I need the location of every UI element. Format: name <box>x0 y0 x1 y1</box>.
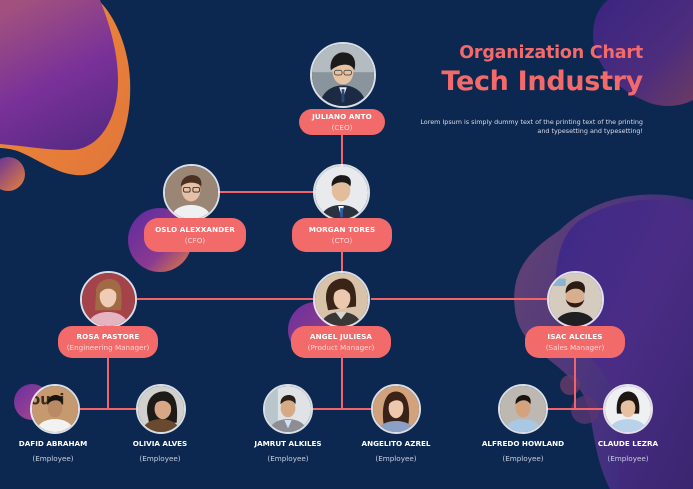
employee-role: (Employee) <box>502 454 544 463</box>
sales-manager-name: ISAC ALCILES <box>547 332 603 341</box>
eng-manager-role: (Engineering Manager) <box>66 343 150 352</box>
employee-olivia-alves[interactable]: OLIVIA ALVES (Employee) <box>100 438 220 464</box>
connector-ceo-to-cto <box>341 134 343 166</box>
employee-jamrut-alkiles[interactable]: JAMRUT ALKILES (Employee) <box>228 438 348 464</box>
avatar-woman-collared-shirt-icon[interactable] <box>603 384 653 434</box>
cto-name: MORGAN TORES <box>308 225 376 234</box>
ceo-name: JULIANO ANTO <box>312 112 372 121</box>
blob-top-right-decoration <box>593 0 693 106</box>
connector-product-to-sales <box>371 298 547 300</box>
node-engineering-manager[interactable]: ROSA PASTORE (Engineering Manager) <box>58 326 158 358</box>
employee-name: ALFREDO HOWLAND <box>481 439 565 448</box>
chart-subtitle: Organization Chart <box>459 43 643 63</box>
avatar-man-glasses-suit-icon[interactable] <box>310 42 376 108</box>
cfo-role: (CFO) <box>184 236 206 245</box>
chart-title: Tech Industry <box>441 66 643 97</box>
employee-name: JAMRUT ALKILES <box>254 439 322 448</box>
connector-product-employees <box>313 408 371 410</box>
product-manager-name: ANGEL JULIESA <box>309 332 373 341</box>
avatar-man-glasses-icon[interactable] <box>163 164 220 221</box>
node-cfo[interactable]: OSLO ALEXXANDER (CFO) <box>144 218 246 252</box>
employee-name: ANGELITO AZREL <box>361 439 431 448</box>
employee-name: CLAUDE LEZRA <box>597 439 659 448</box>
node-cto[interactable]: MORGAN TORES (CTO) <box>292 218 392 252</box>
employee-angelito-azrel[interactable]: ANGELITO AZREL (Employee) <box>336 438 456 464</box>
employee-role: (Employee) <box>139 454 181 463</box>
avatar-woman-long-hair-icon[interactable] <box>371 384 421 434</box>
cto-role: (CTO) <box>331 236 353 245</box>
connector-cfo-to-cto <box>218 191 314 193</box>
node-sales-manager[interactable]: ISAC ALCILES (Sales Manager) <box>525 326 625 358</box>
employee-alfredo-howland[interactable]: ALFREDO HOWLAND (Employee) <box>463 438 583 464</box>
connector-sales-down <box>574 358 576 408</box>
product-manager-role: (Product Manager) <box>307 343 375 352</box>
sales-manager-role: (Sales Manager) <box>545 343 605 352</box>
avatar-man-collared-shirt-icon[interactable] <box>498 384 548 434</box>
employee-role: (Employee) <box>267 454 309 463</box>
eng-manager-name: ROSA PASTORE <box>76 332 140 341</box>
node-product-manager[interactable]: ANGEL JULIESA (Product Manager) <box>291 326 391 358</box>
avatar-man-smiling-icon[interactable] <box>263 384 313 434</box>
ceo-role: (CEO) <box>331 123 353 132</box>
employee-dafid-abraham[interactable]: DAFID ABRAHAM (Employee) <box>0 438 113 464</box>
node-ceo[interactable]: JULIANO ANTO (CEO) <box>299 109 385 135</box>
employee-name: DAFID ABRAHAM <box>18 439 88 448</box>
chart-description: Lorem Ipsum is simply dummy text of the … <box>420 118 643 135</box>
employee-name: OLIVIA ALVES <box>132 439 188 448</box>
connector-sales-employees <box>547 408 603 410</box>
employee-role: (Employee) <box>375 454 417 463</box>
employee-claude-lezra[interactable]: CLAUDE LEZRA (Employee) <box>568 438 688 464</box>
avatar-woman-smiling-icon[interactable] <box>136 384 186 434</box>
avatar-man-suit-icon[interactable] <box>313 164 370 221</box>
avatar-woman-dark-hair-icon[interactable] <box>313 271 370 328</box>
employee-role: (Employee) <box>607 454 649 463</box>
avatar-man-white-shirt-icon[interactable]: ouzi <box>30 384 80 434</box>
connector-eng-down <box>107 358 109 408</box>
employee-role: (Employee) <box>32 454 74 463</box>
avatar-woman-blonde-icon[interactable] <box>80 271 137 328</box>
cfo-name: OSLO ALEXXANDER <box>155 225 235 234</box>
connector-eng-to-product <box>137 298 313 300</box>
connector-eng-employees <box>80 408 136 410</box>
connector-cto-to-product <box>341 250 343 272</box>
blob-top-left-decoration <box>0 0 131 191</box>
connector-product-down <box>341 358 343 408</box>
avatar-man-beard-icon[interactable] <box>547 271 604 328</box>
